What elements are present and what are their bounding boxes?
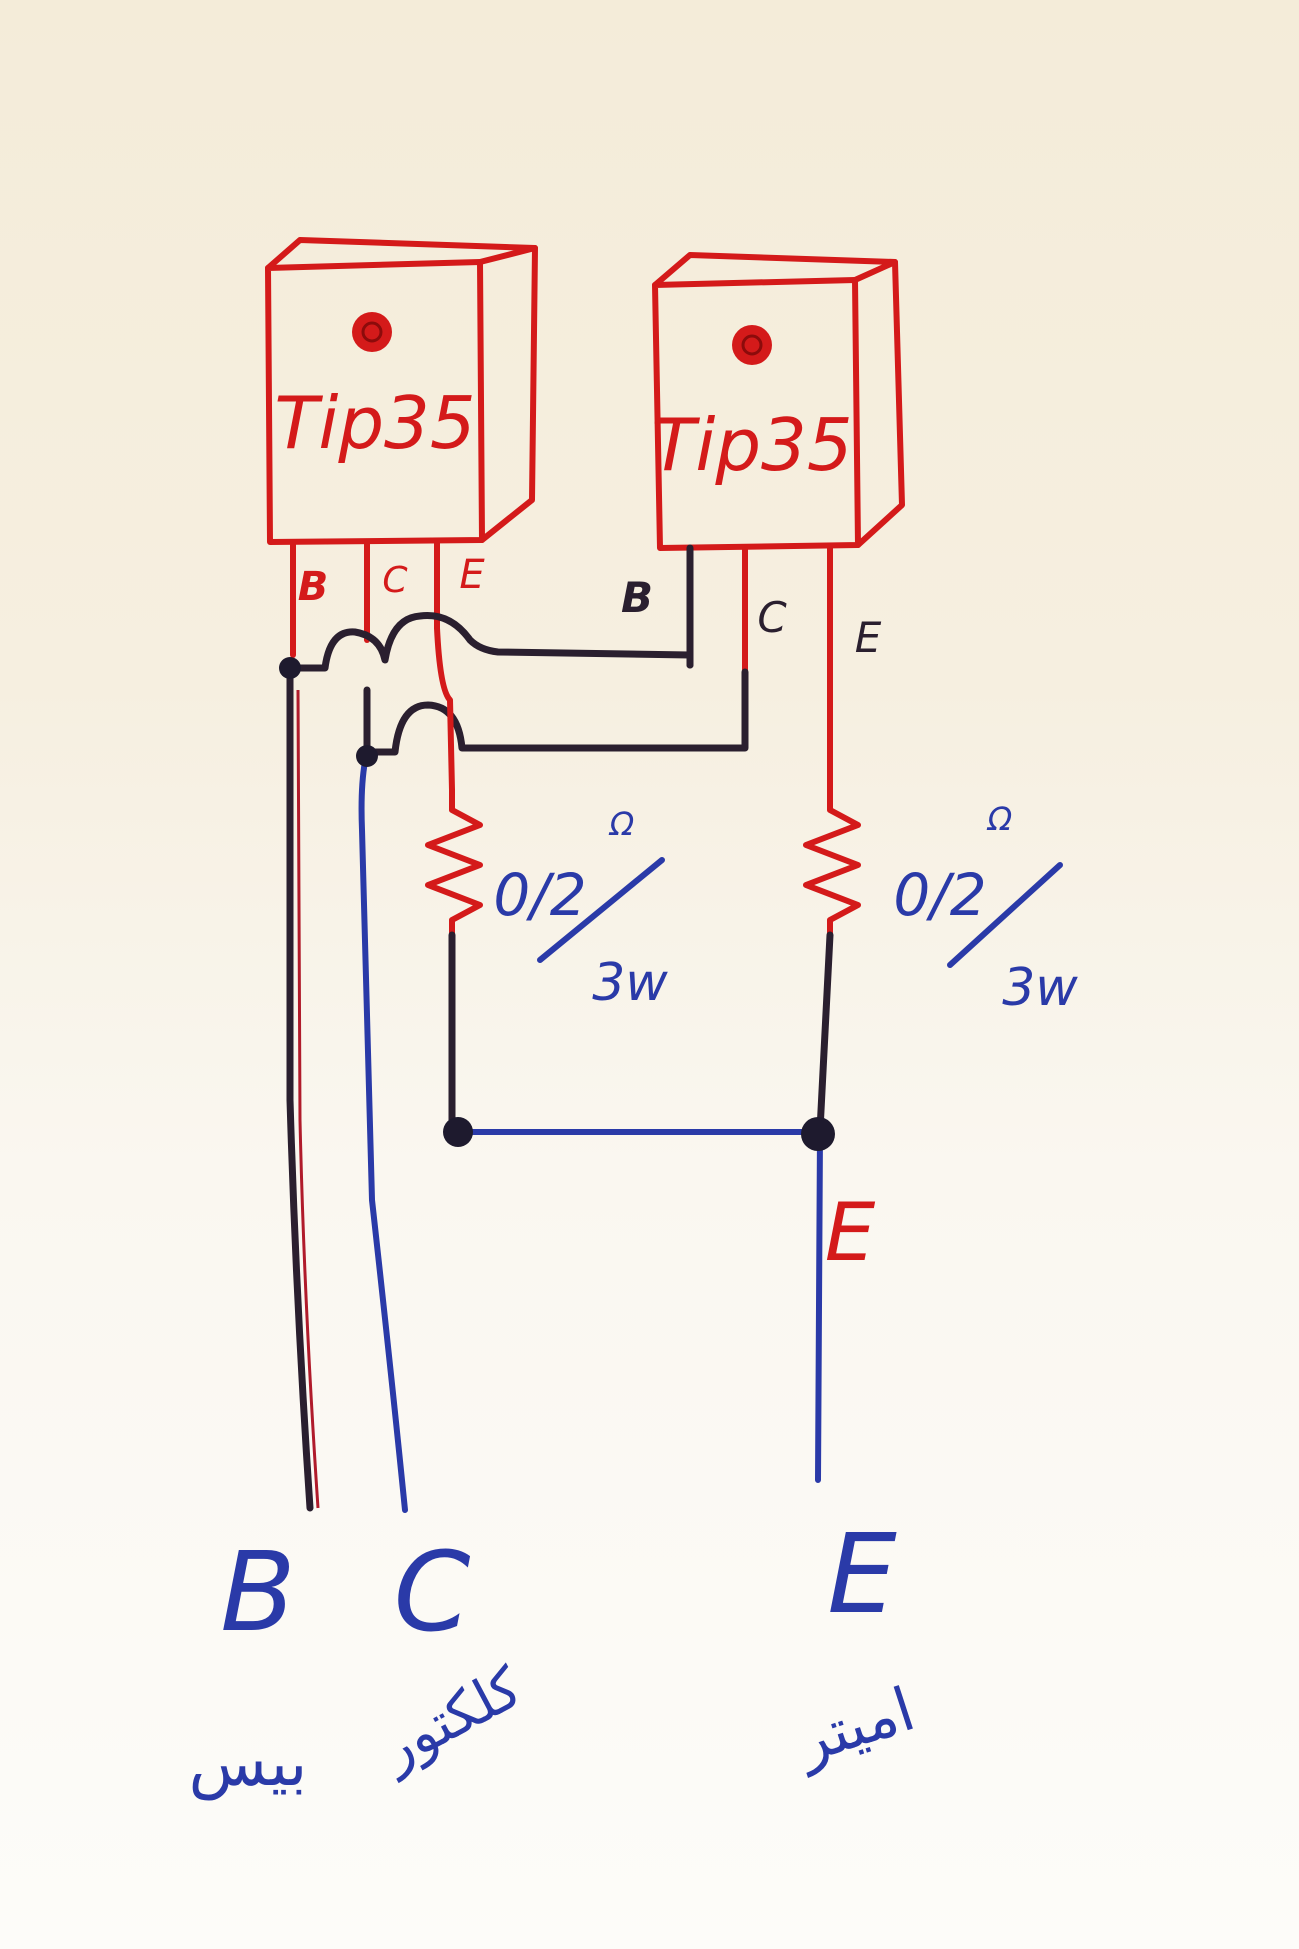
terminal-emitter-letter: E bbox=[827, 1510, 897, 1638]
output-base-wire bbox=[286, 664, 314, 1512]
terminal-emitter-name: امیتر bbox=[786, 1674, 923, 1778]
resistor-left-power: 3w bbox=[592, 953, 668, 1013]
resistor-left-body bbox=[425, 787, 483, 938]
transistor-right-side bbox=[855, 259, 905, 548]
transistor-left-pin-c: C bbox=[382, 560, 408, 601]
terminal-base-name: بیس bbox=[189, 1727, 308, 1801]
resistor-right-lead bbox=[816, 931, 834, 1134]
terminal-base: B بیس bbox=[189, 1528, 308, 1801]
transistor-left-label: Tip35 bbox=[274, 381, 475, 465]
junction-collector bbox=[356, 745, 378, 767]
terminal-collector: C کلکتور bbox=[368, 1528, 533, 1784]
output-emitter-wire bbox=[815, 1129, 823, 1483]
left-emitter-wire bbox=[434, 625, 455, 793]
transistor-left-pin-b: B bbox=[298, 564, 329, 610]
junction-emitter-left bbox=[443, 1117, 473, 1147]
transistor-right-pin-c: C bbox=[757, 593, 787, 642]
transistor-right-top bbox=[652, 252, 898, 288]
transistor-right: Tip35 B C E bbox=[621, 252, 905, 793]
transistor-left-pin-e: E bbox=[459, 552, 485, 598]
resistor-right-label: 0/2 Ω 3w bbox=[893, 800, 1078, 1018]
terminal-collector-name: کلکتور bbox=[368, 1655, 533, 1784]
transistor-right-pin-e: E bbox=[855, 613, 882, 662]
transistor-left-hole bbox=[352, 312, 392, 352]
terminal-collector-letter: C bbox=[394, 1528, 471, 1656]
terminal-emitter: E امیتر bbox=[786, 1510, 923, 1778]
resistor-right-value: 0/2 bbox=[893, 861, 986, 929]
terminal-base-letter: B bbox=[220, 1528, 295, 1656]
transistor-right-pin-b: B bbox=[621, 573, 653, 622]
junction-emitter-right bbox=[801, 1117, 835, 1151]
resistor-left-slash bbox=[537, 857, 665, 963]
resistor-right-ohm: Ω bbox=[986, 800, 1013, 838]
transistor-left-side bbox=[479, 245, 538, 543]
junction-base bbox=[279, 657, 301, 679]
transistor-left-top bbox=[265, 237, 538, 271]
resistor-right-slash bbox=[947, 862, 1063, 968]
resistor-left-ohm: Ω bbox=[608, 805, 635, 843]
transistor-right-label: Tip35 bbox=[651, 403, 852, 487]
resistor-right-body bbox=[803, 787, 861, 938]
resistor-left-value: 0/2 bbox=[493, 861, 586, 929]
emitter-mark: E bbox=[825, 1186, 876, 1279]
output-collector-wire bbox=[358, 749, 408, 1513]
base-bus-wire bbox=[289, 612, 694, 672]
resistor-left-label: 0/2 Ω 3w bbox=[493, 805, 668, 1013]
wiring bbox=[279, 612, 861, 1513]
collector-bus-wire bbox=[363, 668, 749, 756]
transistor-left: Tip35 B C E bbox=[265, 237, 538, 658]
transistor-right-hole bbox=[732, 325, 772, 365]
resistor-right-power: 3w bbox=[1002, 958, 1078, 1018]
